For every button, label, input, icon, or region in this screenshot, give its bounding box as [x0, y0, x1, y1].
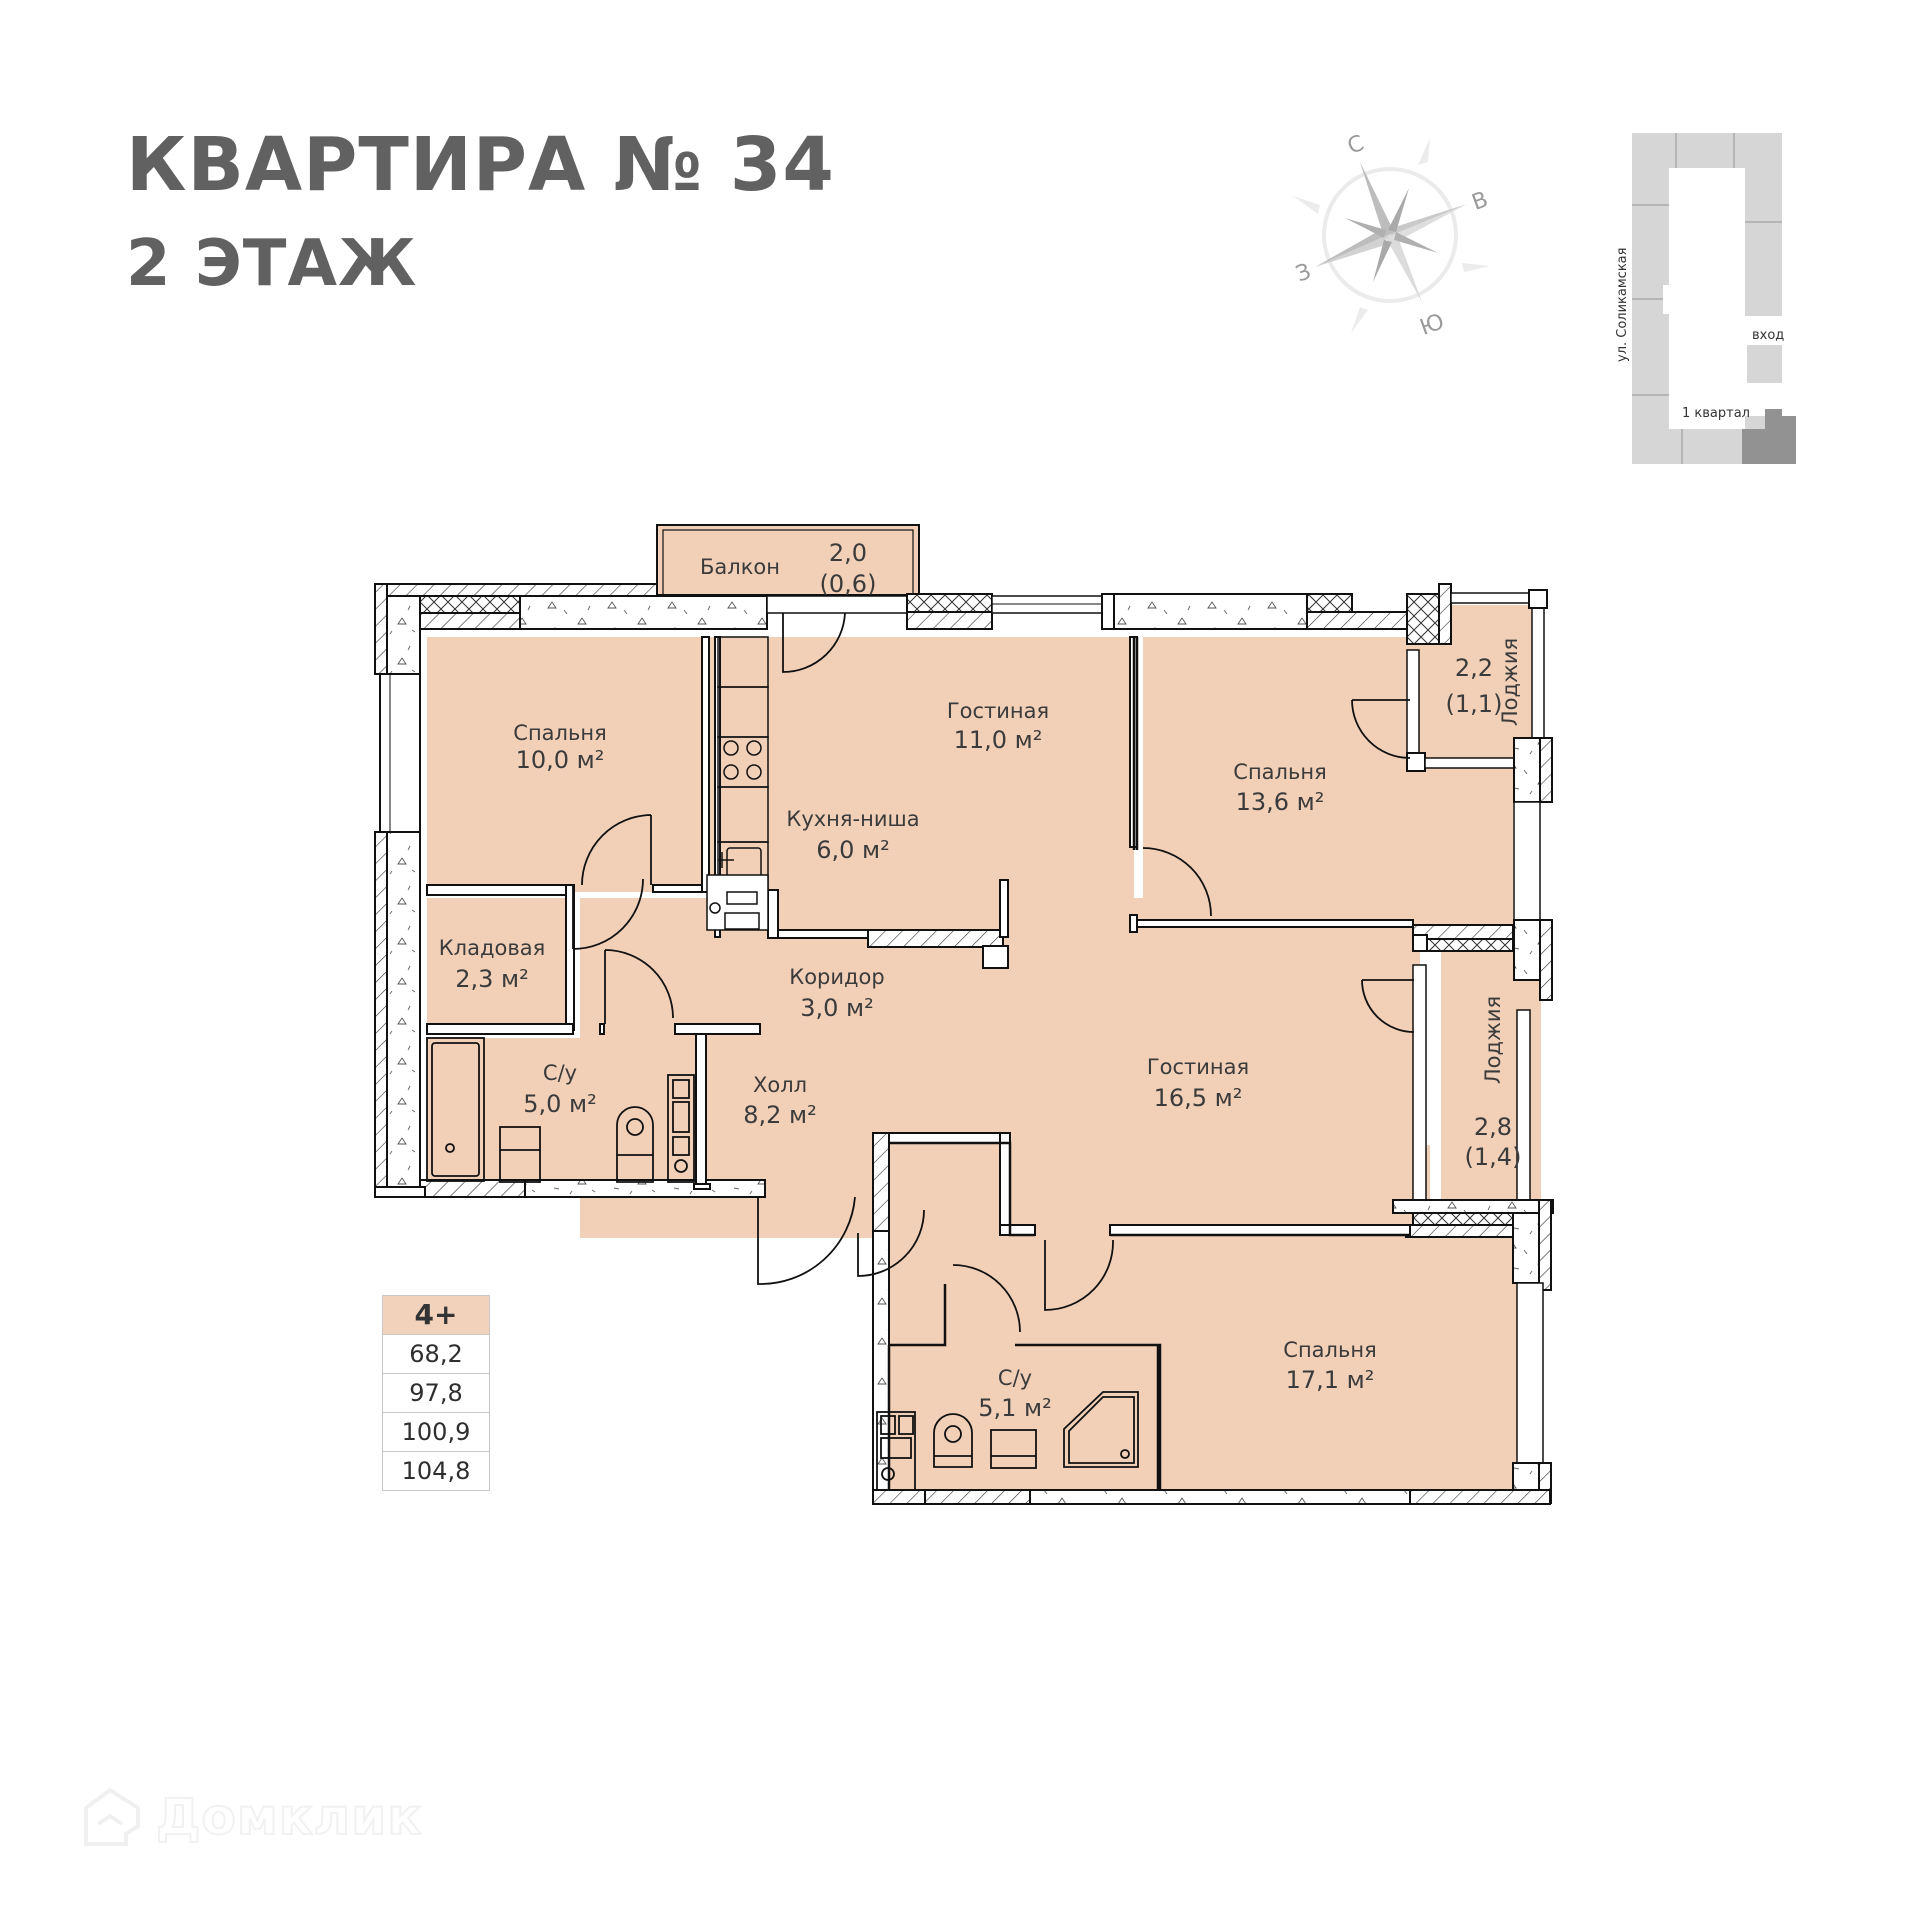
bath2-fixtures	[876, 1391, 1139, 1491]
bath1-area: 5,0 м²	[523, 1090, 597, 1118]
bath2-area: 5,1 м²	[978, 1394, 1052, 1422]
bath1-name: С/у	[543, 1061, 577, 1085]
site-plan: вход 1 квартал ул. Соликамская	[1615, 133, 1796, 464]
room-outlines	[887, 637, 1411, 1490]
corridor-area: 3,0 м²	[800, 994, 874, 1022]
bedroom2-name: Спальня	[1233, 760, 1326, 784]
room-count-badge: 4+	[383, 1296, 489, 1335]
kitchen-name: Кухня-ниша	[786, 807, 919, 831]
bedroom1-area: 10,0 м²	[516, 746, 605, 774]
bedroom3-name: Спальня	[1283, 1338, 1376, 1362]
living1-area: 11,0 м²	[954, 726, 1043, 754]
area-value-total: 97,8	[383, 1374, 489, 1413]
loggia2-area: 2,8	[1474, 1113, 1512, 1141]
bath1-fixtures	[426, 1037, 695, 1183]
area-summary-table: 4+ 68,2 97,8 100,9 104,8	[382, 1295, 490, 1491]
bedroom1-name: Спальня	[513, 721, 606, 745]
site-entrance-label: вход	[1752, 328, 1784, 343]
living1-name: Гостиная	[947, 699, 1049, 723]
corridor-name: Коридор	[789, 965, 884, 989]
door-swings	[572, 612, 1415, 1333]
bedroom2-area: 13,6 м²	[1236, 788, 1325, 816]
loggia1-name: Лоджия	[1498, 638, 1522, 726]
living2-name: Гостиная	[1147, 1055, 1249, 1079]
house-logo-icon	[84, 1787, 140, 1846]
site-street-label: ул. Соликамская	[1615, 248, 1630, 362]
storage-area: 2,3 м²	[455, 965, 529, 993]
floor-label: 2 ЭТАЖ	[126, 227, 418, 301]
storage-name: Кладовая	[439, 936, 545, 960]
balcony-area: 2,0	[829, 539, 867, 567]
kitchen-counter	[706, 636, 769, 931]
hall-area: 8,2 м²	[743, 1101, 817, 1129]
watermark-text: Домклик	[155, 1787, 423, 1847]
apartment-title: КВАРТИРА № 34	[126, 122, 835, 208]
loggia1-reduced-area: (1,1)	[1446, 690, 1503, 718]
kitchen-area: 6,0 м²	[816, 836, 890, 864]
site-block-label: 1 квартал	[1682, 406, 1750, 421]
living2-area: 16,5 м²	[1154, 1084, 1243, 1112]
loggia2-name: Лоджия	[1481, 996, 1505, 1084]
balcony-reduced-area: (0,6)	[820, 570, 877, 598]
compass-rose: С В З Ю	[1293, 131, 1492, 341]
bath2-name: С/у	[998, 1366, 1032, 1390]
area-value-living: 68,2	[383, 1335, 489, 1374]
hall-name: Холл	[753, 1073, 807, 1097]
bedroom3-area: 17,1 м²	[1286, 1366, 1375, 1394]
area-value-full: 104,8	[401, 1457, 471, 1485]
loggia1-area: 2,2	[1455, 654, 1493, 682]
exterior-walls	[374, 524, 1554, 1505]
watermark: Домклик	[82, 1786, 422, 1848]
area-value-with-reduced: 100,9	[383, 1413, 489, 1452]
balcony-name: Балкон	[700, 555, 780, 579]
loggia2-reduced-area: (1,4)	[1465, 1143, 1522, 1171]
